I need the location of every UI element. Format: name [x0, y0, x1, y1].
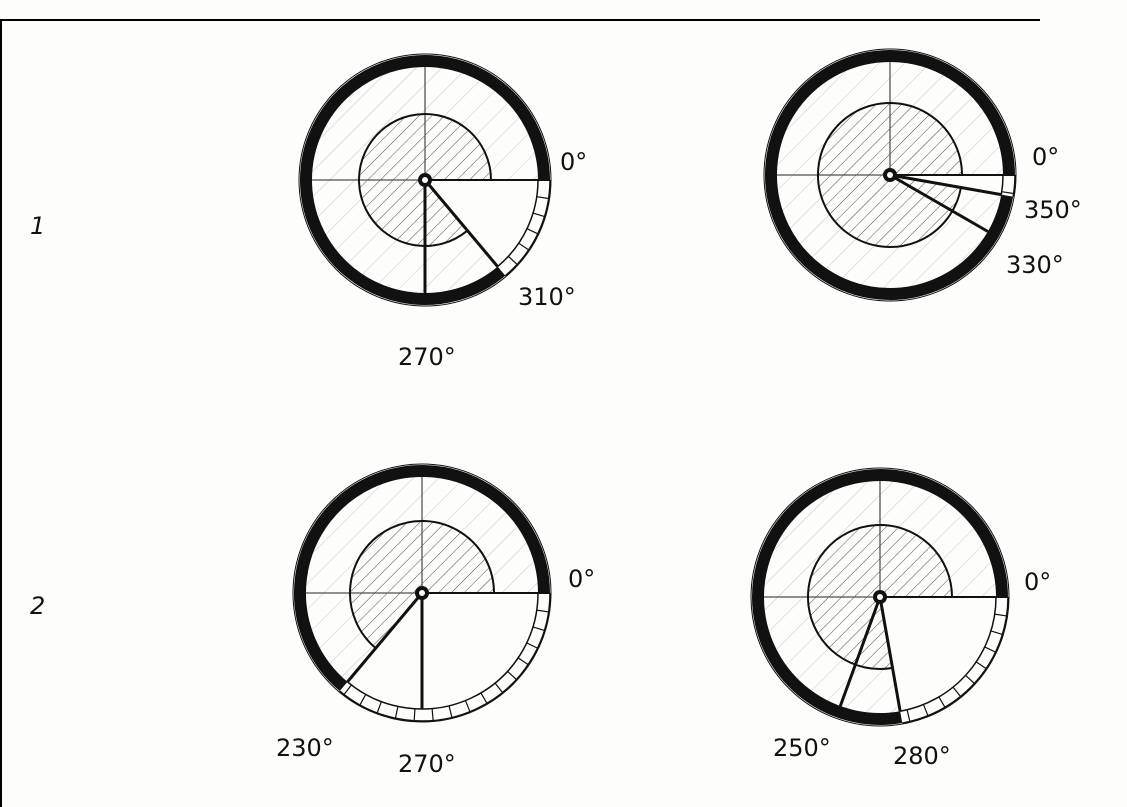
outer-ring-border: [298, 53, 552, 307]
ring-tick: [965, 674, 975, 684]
frame-top-border: [0, 19, 1040, 21]
ring-tick: [413, 708, 416, 721]
ring-tick: [464, 700, 471, 712]
ring-tick: [518, 242, 529, 251]
angle-label: 270°: [398, 343, 456, 371]
ring-tick: [359, 694, 367, 706]
frame-left-border: [0, 19, 2, 807]
row-label-2: 2: [30, 592, 46, 620]
angle-label: 0°: [1032, 143, 1060, 171]
angle-label: 270°: [398, 750, 456, 778]
center-hub-hole: [877, 594, 883, 600]
angle-line-230: [346, 592, 424, 683]
ring-tick: [480, 692, 488, 704]
diagram-row1-right: [763, 48, 1017, 302]
angle-label: 350°: [1024, 196, 1082, 224]
center-hub-hole: [419, 590, 425, 596]
ring-tick: [990, 630, 1003, 635]
ring-tick: [507, 255, 518, 265]
ring-tick: [494, 682, 504, 693]
ring-tick: [938, 696, 946, 708]
angle-label: 330°: [1006, 251, 1064, 279]
ring-tick: [536, 196, 549, 200]
open-ring-outer: [902, 596, 1009, 724]
diagram-row1-left: [298, 53, 552, 307]
angle-line-250: [838, 596, 882, 707]
ring-tick: [922, 704, 929, 716]
ring-tick: [517, 657, 529, 666]
outer-ring-border: [292, 463, 552, 723]
open-sector: [425, 180, 538, 267]
ring-tick: [532, 626, 545, 631]
diagram-row2-left: [292, 463, 552, 723]
outer-ring-border: [763, 48, 1017, 302]
open-ring-inner: [900, 596, 997, 712]
open-ring-outer: [504, 179, 551, 277]
center-hub-hole: [887, 172, 893, 178]
angle-label: 0°: [560, 148, 588, 176]
angle-line-280: [878, 596, 902, 712]
ring-tick: [532, 212, 545, 218]
ring-tick: [431, 708, 434, 721]
open-ring-outer: [339, 592, 551, 722]
angle-label: 280°: [893, 742, 951, 770]
ring-tick: [536, 609, 549, 613]
ring-tick: [1001, 191, 1014, 195]
diagram-row2-right: [750, 467, 1010, 727]
center-hub-hole: [422, 177, 428, 183]
angle-line-310: [423, 179, 499, 268]
angle-line-350: [889, 173, 1002, 197]
angle-line-330: [889, 173, 989, 233]
closed-ring-arc: [294, 465, 550, 692]
angle-label: 250°: [773, 734, 831, 762]
ring-tick: [952, 686, 962, 697]
row-label-1: 1: [30, 212, 46, 240]
ring-tick: [984, 646, 996, 653]
angle-label: 230°: [276, 734, 334, 762]
ring-tick: [526, 228, 539, 235]
ring-tick: [994, 613, 1007, 617]
closed-ring-arc: [752, 469, 1008, 725]
closed-ring-arc: [300, 55, 550, 305]
ring-tick: [526, 642, 538, 649]
ring-tick: [906, 709, 911, 722]
outer-ring-border: [750, 467, 1010, 727]
open-sector: [880, 597, 996, 712]
ring-tick: [975, 661, 987, 670]
angle-label: 0°: [1024, 568, 1052, 596]
closed-ring-arc: [765, 50, 1015, 300]
ring-tick: [394, 706, 399, 719]
open-sector: [347, 593, 538, 710]
ring-tick: [448, 705, 453, 718]
angle-label: 0°: [568, 565, 596, 593]
ring-tick: [376, 701, 382, 714]
ring-tick: [343, 684, 352, 695]
inner-hatched-disk: [349, 520, 496, 650]
open-ring-inner: [346, 592, 539, 710]
ring-tick: [507, 670, 517, 680]
open-ring-inner: [497, 179, 539, 268]
angle-label: 310°: [518, 283, 576, 311]
